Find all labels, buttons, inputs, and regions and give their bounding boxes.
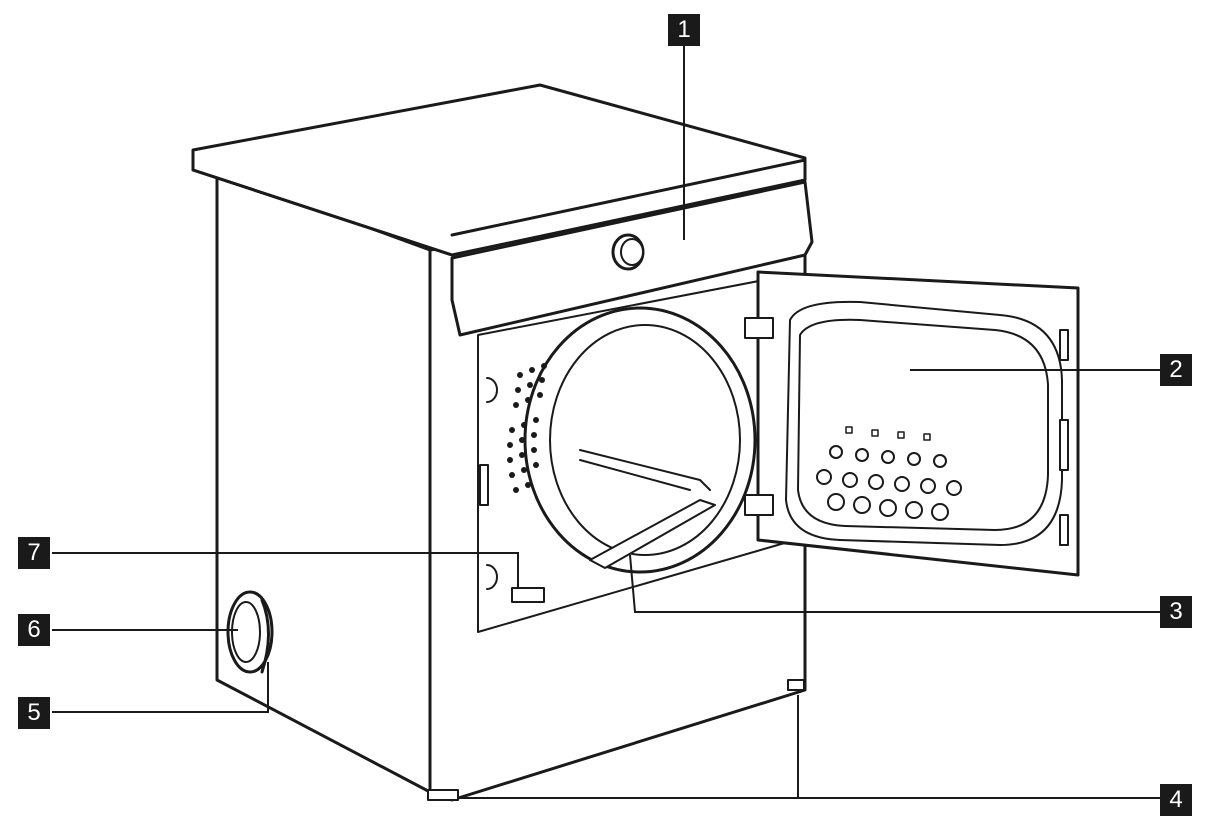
drum-perforations [507, 363, 547, 493]
fluff-filter [589, 499, 716, 569]
callout-7: 7 [18, 537, 50, 569]
callout-3: 3 [1160, 596, 1192, 628]
callout-4: 4 [1160, 784, 1192, 816]
adjustable-foot [427, 789, 459, 801]
leader-line-7 [52, 552, 519, 588]
rating-plate [511, 587, 545, 603]
leader-line-3 [629, 554, 1160, 613]
door-vent-holes [816, 445, 962, 521]
callout-2: 2 [1160, 354, 1192, 386]
callout-5: 5 [18, 697, 50, 729]
callout-6: 6 [18, 614, 50, 646]
leader-line-5 [52, 662, 269, 713]
vent-cover [260, 598, 270, 674]
callout-1: 1 [668, 14, 700, 46]
side-panel [215, 170, 432, 794]
